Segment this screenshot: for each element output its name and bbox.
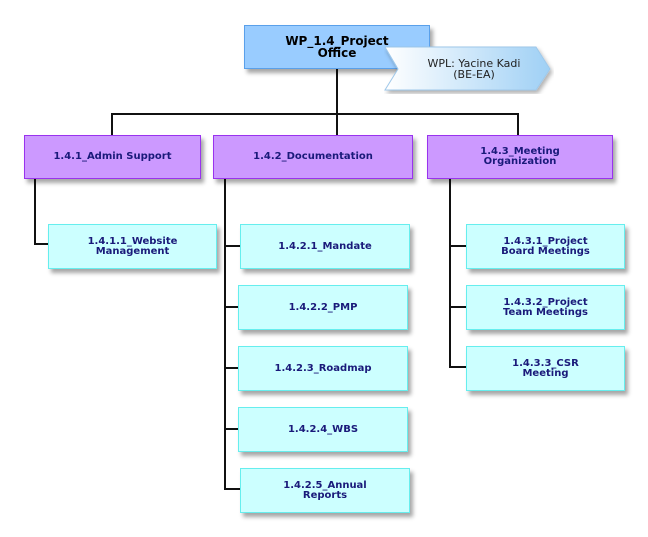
node-label: 1.4.3.3_CSR Meeting xyxy=(512,357,579,379)
connector-to-pmp xyxy=(224,306,240,308)
connector-admin-trunk xyxy=(34,178,36,245)
connector-to-roadmap xyxy=(224,367,240,369)
connector-to-board-meetings xyxy=(449,245,466,247)
connector-to-annual-reports xyxy=(224,488,240,490)
node-csr-meeting[interactable]: 1.4.3.3_CSR Meeting xyxy=(466,346,625,391)
node-label: 1.4.3.1_Project Board Meetings xyxy=(501,235,590,257)
node-project-team-meetings[interactable]: 1.4.3.2_Project Team Meetings xyxy=(466,285,625,330)
callout-label: WPL: Yacine Kadi (BE-EA) xyxy=(427,57,521,81)
connector-root-down xyxy=(336,68,338,115)
node-label: 1.4.3_Meeting Organization xyxy=(480,146,560,167)
node-admin-support[interactable]: 1.4.1_Admin Support xyxy=(24,135,201,179)
node-pmp[interactable]: 1.4.2.2_PMP xyxy=(238,285,408,330)
node-label: 1.4.2_Documentation xyxy=(253,151,373,162)
node-label: 1.4.2.3_Roadmap xyxy=(274,362,372,374)
node-label: 1.4.1.1_Website Management xyxy=(87,235,178,257)
node-documentation[interactable]: 1.4.2_Documentation xyxy=(213,135,413,179)
connector-documentation-trunk xyxy=(224,178,226,490)
node-roadmap[interactable]: 1.4.2.3_Roadmap xyxy=(238,346,408,391)
root-node-label: WP_1.4_Project Office xyxy=(285,34,389,60)
connector-to-documentation xyxy=(336,113,338,135)
node-meeting-organization[interactable]: 1.4.3_Meeting Organization xyxy=(427,135,613,179)
connector-to-admin-support xyxy=(111,113,113,135)
callout-arrow-shape xyxy=(384,46,551,91)
work-package-leader-callout xyxy=(384,46,551,91)
connector-to-website-management xyxy=(34,243,48,245)
node-annual-reports[interactable]: 1.4.2.5_Annual Reports xyxy=(240,468,410,513)
node-mandate[interactable]: 1.4.2.1_Mandate xyxy=(240,224,410,269)
node-label: 1.4.1_Admin Support xyxy=(53,151,172,162)
connector-level2-bus xyxy=(111,113,519,115)
node-project-board-meetings[interactable]: 1.4.3.1_Project Board Meetings xyxy=(466,224,625,269)
node-label: 1.4.3.2_Project Team Meetings xyxy=(503,296,588,318)
node-label: 1.4.2.4_WBS xyxy=(287,423,359,435)
connector-to-wbs xyxy=(224,428,240,430)
node-label: 1.4.2.2_PMP xyxy=(288,301,358,313)
node-label: 1.4.2.1_Mandate xyxy=(278,240,372,252)
connector-to-team-meetings xyxy=(449,306,466,308)
node-label: 1.4.2.5_Annual Reports xyxy=(283,479,367,501)
connector-to-csr-meeting xyxy=(449,366,466,368)
connector-to-meeting-organization xyxy=(517,113,519,135)
node-wbs[interactable]: 1.4.2.4_WBS xyxy=(238,407,408,452)
connector-meeting-trunk xyxy=(449,178,451,368)
node-website-management[interactable]: 1.4.1.1_Website Management xyxy=(48,224,217,269)
connector-to-mandate xyxy=(224,245,240,247)
